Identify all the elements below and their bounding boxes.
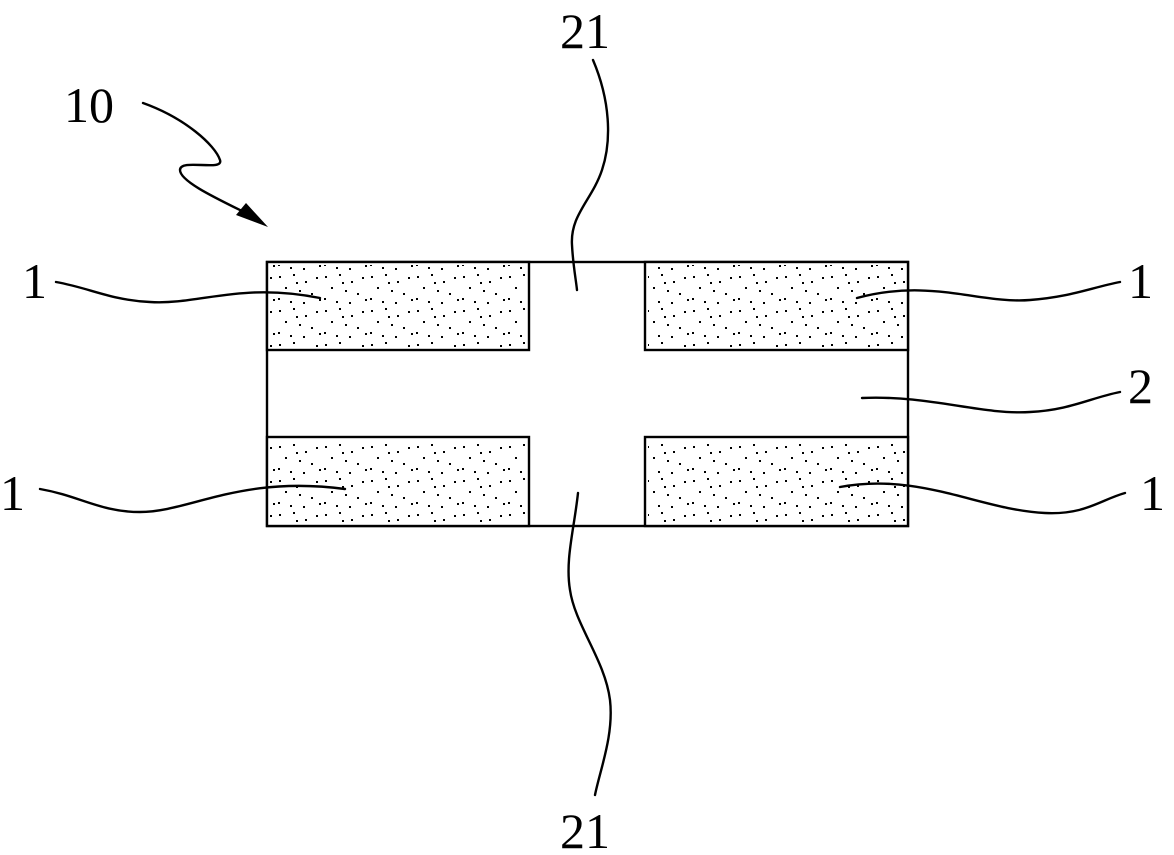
label-pad-top-left: 1 — [22, 253, 47, 309]
leader-pad-bottom-right — [838, 482, 1127, 515]
label-notch-top: 21 — [560, 3, 610, 59]
leader-pad-top-right — [855, 280, 1122, 302]
label-notch-bottom: 21 — [560, 803, 610, 855]
leader-notch-top — [570, 58, 610, 292]
leader-assembly — [141, 101, 254, 218]
pad-top-left — [265, 260, 531, 352]
leader-pad-top-left — [54, 280, 322, 304]
leader-body — [860, 390, 1122, 414]
pad-top-right — [643, 260, 910, 352]
pad-bottom-left — [265, 435, 531, 528]
component-body — [265, 260, 910, 528]
label-pad-top-right: 1 — [1128, 253, 1153, 309]
leader-notch-bottom — [567, 491, 612, 797]
label-pad-bottom-right: 1 — [1140, 465, 1165, 521]
leader-pad-bottom-left — [38, 484, 347, 514]
pad-bottom-right — [643, 435, 910, 528]
label-pad-bottom-left: 1 — [0, 465, 25, 521]
arrowhead-icon — [236, 203, 268, 227]
label-body: 2 — [1128, 358, 1153, 414]
label-assembly: 10 — [64, 77, 114, 133]
